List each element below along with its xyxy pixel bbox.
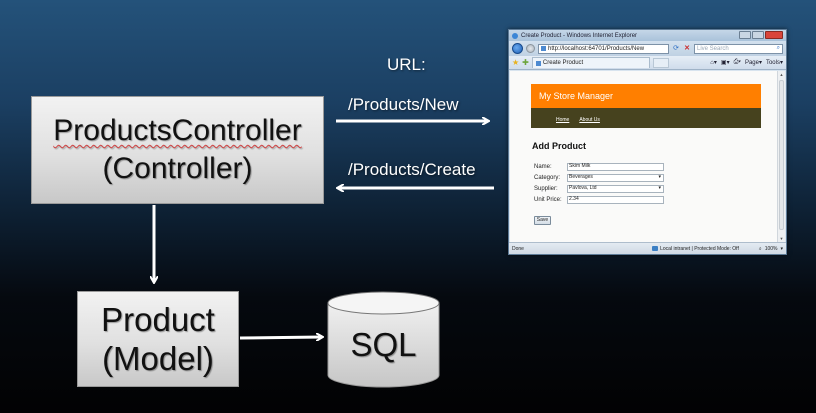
ie-logo-icon bbox=[512, 32, 518, 39]
controller-box-subtitle: (Controller) bbox=[102, 152, 253, 185]
model-box: Product (Model) bbox=[77, 291, 239, 387]
category-select[interactable]: Beverages ▾ bbox=[567, 173, 664, 182]
field-label-category: Category: bbox=[534, 174, 561, 181]
zoom-value: 100% bbox=[764, 245, 778, 252]
stop-icon[interactable]: ✕ bbox=[684, 44, 690, 52]
form-title: Add Product bbox=[532, 141, 586, 151]
new-tab-button[interactable] bbox=[652, 57, 669, 68]
zoom-dropdown-icon[interactable]: ▾ bbox=[780, 245, 783, 252]
supplier-value: Pavlova, Ltd bbox=[569, 185, 597, 191]
model-box-title: Product bbox=[101, 301, 215, 338]
home-icon[interactable]: ⌂▾ bbox=[710, 60, 717, 66]
database-cylinder-icon bbox=[327, 291, 440, 388]
status-bar: Done Local intranet | Protected Mode: Of… bbox=[509, 242, 786, 254]
arrow-label-products-new: /Products/New bbox=[348, 95, 459, 114]
category-value: Beverages bbox=[569, 174, 593, 180]
unit-price-input[interactable]: 2.34 bbox=[567, 195, 664, 204]
unit-price-value: 2.34 bbox=[569, 196, 579, 202]
feeds-icon[interactable]: ▣▾ bbox=[720, 60, 730, 66]
minimize-button[interactable] bbox=[739, 31, 751, 39]
name-value: Skim Milk bbox=[569, 163, 591, 169]
page-icon bbox=[541, 46, 546, 51]
tab-create-product[interactable]: Create Product bbox=[531, 57, 650, 68]
vertical-scrollbar[interactable]: ▲ ▼ bbox=[777, 71, 785, 243]
field-row-name: Name: Skim Milk bbox=[534, 162, 664, 171]
security-zone: Local intranet | Protected Mode: Off bbox=[652, 246, 739, 252]
intranet-globe-icon bbox=[652, 246, 659, 251]
site-header: My Store Manager bbox=[531, 84, 761, 108]
browser-window-title: Create Product - Windows Internet Explor… bbox=[521, 32, 638, 39]
address-input[interactable]: http://localhost:64701/Products/New bbox=[538, 43, 669, 54]
model-box-subtitle: (Model) bbox=[102, 340, 214, 377]
dropdown-arrow-icon: ▾ bbox=[658, 185, 661, 191]
nav-link-home[interactable]: Home bbox=[556, 117, 570, 123]
browser-titlebar: Create Product - Windows Internet Explor… bbox=[509, 30, 786, 41]
print-icon[interactable]: ⎙▾ bbox=[733, 59, 741, 65]
browser-window: Create Product - Windows Internet Explor… bbox=[508, 29, 787, 255]
tools-menu-label: Tools bbox=[765, 60, 780, 66]
field-label-name: Name: bbox=[534, 163, 552, 170]
scroll-thumb[interactable] bbox=[779, 80, 784, 230]
field-row-category: Category: Beverages ▾ bbox=[534, 173, 664, 182]
nav-link-about-us[interactable]: About Us bbox=[579, 117, 600, 123]
zoom-icon: ⌕ bbox=[758, 245, 762, 252]
back-button[interactable] bbox=[512, 43, 523, 54]
field-label-unit-price: Unit Price: bbox=[534, 196, 562, 203]
maximize-button[interactable] bbox=[752, 31, 764, 39]
page-menu[interactable]: Page▾ bbox=[744, 60, 762, 66]
arrow-label-products-create: /Products/Create bbox=[348, 160, 476, 179]
controller-box-title: ProductsController bbox=[53, 114, 302, 147]
address-value: http://localhost:64701/Products/New bbox=[548, 45, 645, 52]
favorites-star-icon[interactable]: ★ bbox=[512, 58, 520, 67]
save-button[interactable]: Save bbox=[534, 216, 551, 225]
database-label: SQL bbox=[350, 326, 417, 363]
page-menu-label: Page bbox=[744, 60, 759, 66]
scroll-down-icon[interactable]: ▼ bbox=[779, 236, 784, 241]
tools-menu[interactable]: Tools▾ bbox=[765, 60, 783, 66]
zoom-control[interactable]: ⌕ 100% ▾ bbox=[759, 246, 783, 252]
supplier-select[interactable]: Pavlova, Ltd ▾ bbox=[567, 184, 664, 193]
tab-page-icon bbox=[535, 60, 541, 66]
site-nav: Home About Us bbox=[531, 108, 761, 128]
scroll-up-icon[interactable]: ▲ bbox=[779, 72, 784, 77]
search-input[interactable]: Live Search ⌕ bbox=[694, 43, 783, 54]
url-heading: URL: bbox=[387, 55, 426, 74]
field-row-unit-price: Unit Price: 2.34 bbox=[534, 195, 664, 204]
search-icon[interactable]: ⌕ bbox=[776, 45, 780, 51]
tab-title: Create Product bbox=[542, 60, 584, 66]
search-placeholder: Live Search bbox=[697, 45, 729, 52]
close-button[interactable] bbox=[765, 31, 783, 39]
address-bar-row: http://localhost:64701/Products/New ⟳ ✕ … bbox=[509, 41, 786, 56]
page-content: My Store Manager Home About Us Add Produ… bbox=[510, 71, 778, 243]
add-favorites-icon[interactable]: ✚ bbox=[522, 58, 529, 67]
status-text: Done bbox=[512, 245, 524, 252]
security-zone-text: Local intranet | Protected Mode: Off bbox=[660, 245, 739, 252]
controller-box: ProductsController (Controller) bbox=[31, 96, 324, 204]
field-label-supplier: Supplier: bbox=[534, 185, 558, 192]
name-input[interactable]: Skim Milk bbox=[567, 162, 664, 171]
field-row-supplier: Supplier: Pavlova, Ltd ▾ bbox=[534, 184, 664, 193]
arrow-model-to-sql bbox=[239, 337, 322, 338]
dropdown-arrow-icon: ▾ bbox=[658, 174, 661, 180]
refresh-icon[interactable]: ⟳ bbox=[673, 44, 679, 52]
forward-button[interactable] bbox=[526, 44, 535, 53]
command-bar: ★ ✚ Create Product ⌂▾ ▣▾ ⎙▾ Page▾ Tools▾ bbox=[509, 56, 786, 70]
